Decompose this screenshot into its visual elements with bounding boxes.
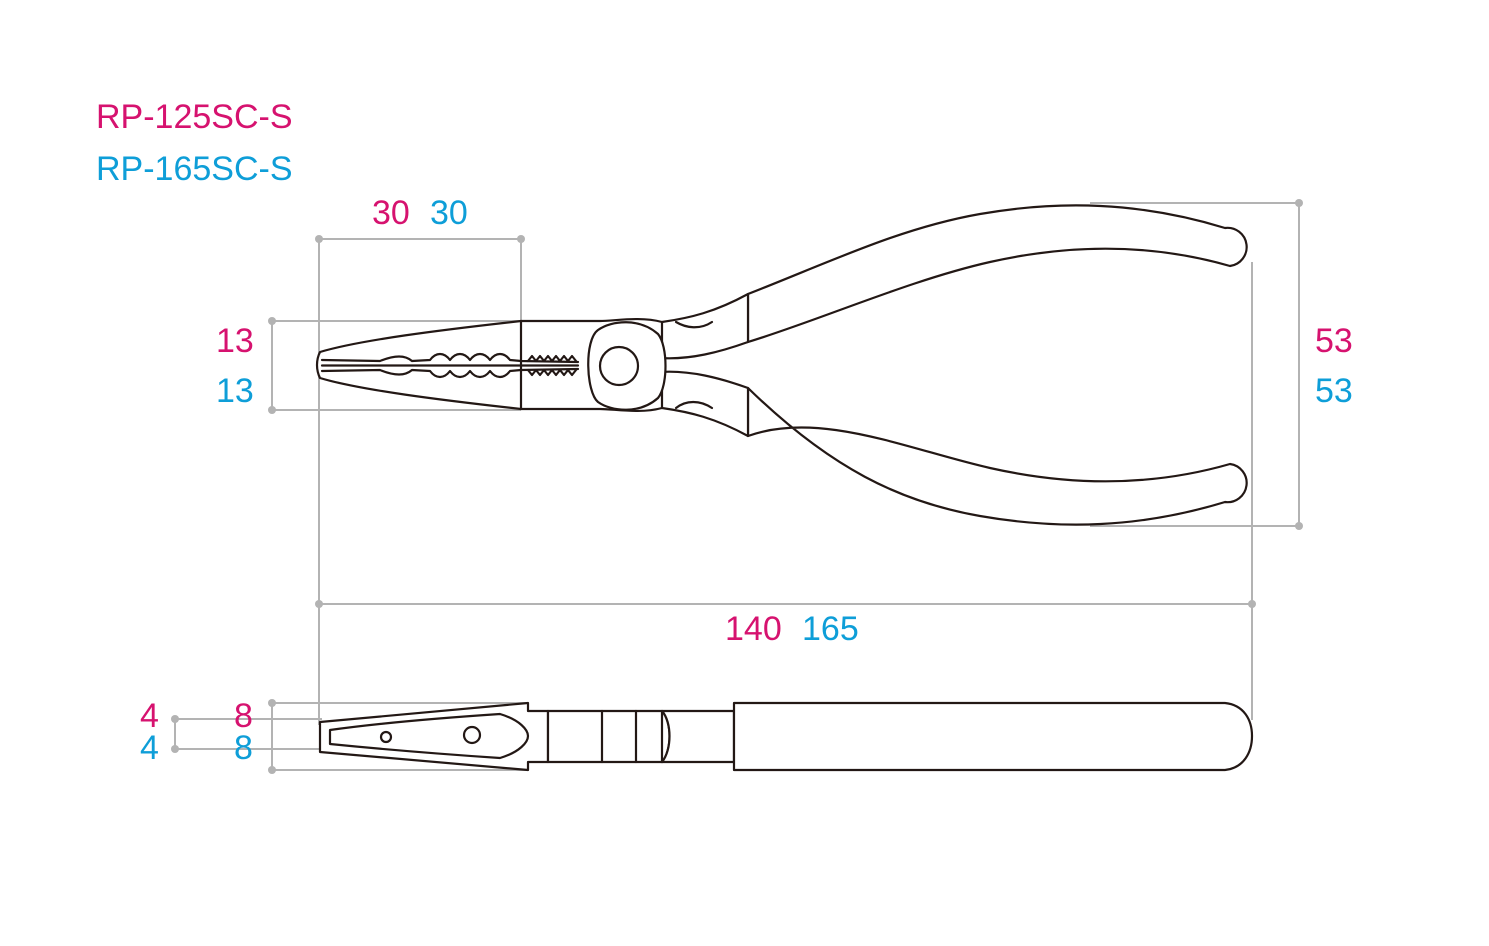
- jaw-width-dimension: 13 13: [216, 317, 521, 414]
- overall-length-dimension: 140 165: [315, 262, 1256, 725]
- jaw-width-value-b: 13: [216, 372, 254, 410]
- tip-thickness-value-b: 4: [140, 729, 159, 767]
- side-jaw: [318, 701, 550, 772]
- handle-span-dimension: 53 53: [1090, 199, 1353, 530]
- overall-length-value-b: 165: [802, 610, 859, 648]
- jaw-length-value-a: 30: [372, 194, 410, 232]
- handle-span-value-b: 53: [1315, 372, 1353, 410]
- jaw-thickness-value-b: 8: [234, 729, 253, 767]
- side-pivot: [546, 709, 664, 764]
- jaw-thickness-dimension: 8 8: [234, 697, 528, 774]
- side-hole-large: [462, 725, 482, 745]
- tip-thickness-dimension: 4 4: [140, 697, 322, 767]
- pivot-rivet: [598, 345, 640, 387]
- jaw-width-value-a: 13: [216, 322, 254, 360]
- tip-thickness-value-a: 4: [140, 697, 159, 735]
- jaw-thickness-value-a: 8: [234, 697, 253, 735]
- side-hole-small: [379, 730, 393, 744]
- jaw-length-dimension: 30 30: [315, 194, 525, 352]
- side-neck: [660, 709, 736, 764]
- side-grip: [732, 701, 1254, 772]
- pliers-side-view: [318, 701, 1254, 772]
- pliers-top-view: [315, 204, 1248, 526]
- model-label-b: RP-165SC-S: [96, 150, 293, 188]
- jaw-serration: [320, 352, 580, 364]
- upper-handle-grip: [746, 204, 1248, 344]
- handle-span-value-a: 53: [1315, 322, 1353, 360]
- overall-length-value-a: 140: [725, 610, 782, 648]
- jaw-length-value-b: 30: [430, 194, 468, 232]
- model-label-a: RP-125SC-S: [96, 98, 293, 136]
- lower-handle-grip: [746, 386, 1248, 526]
